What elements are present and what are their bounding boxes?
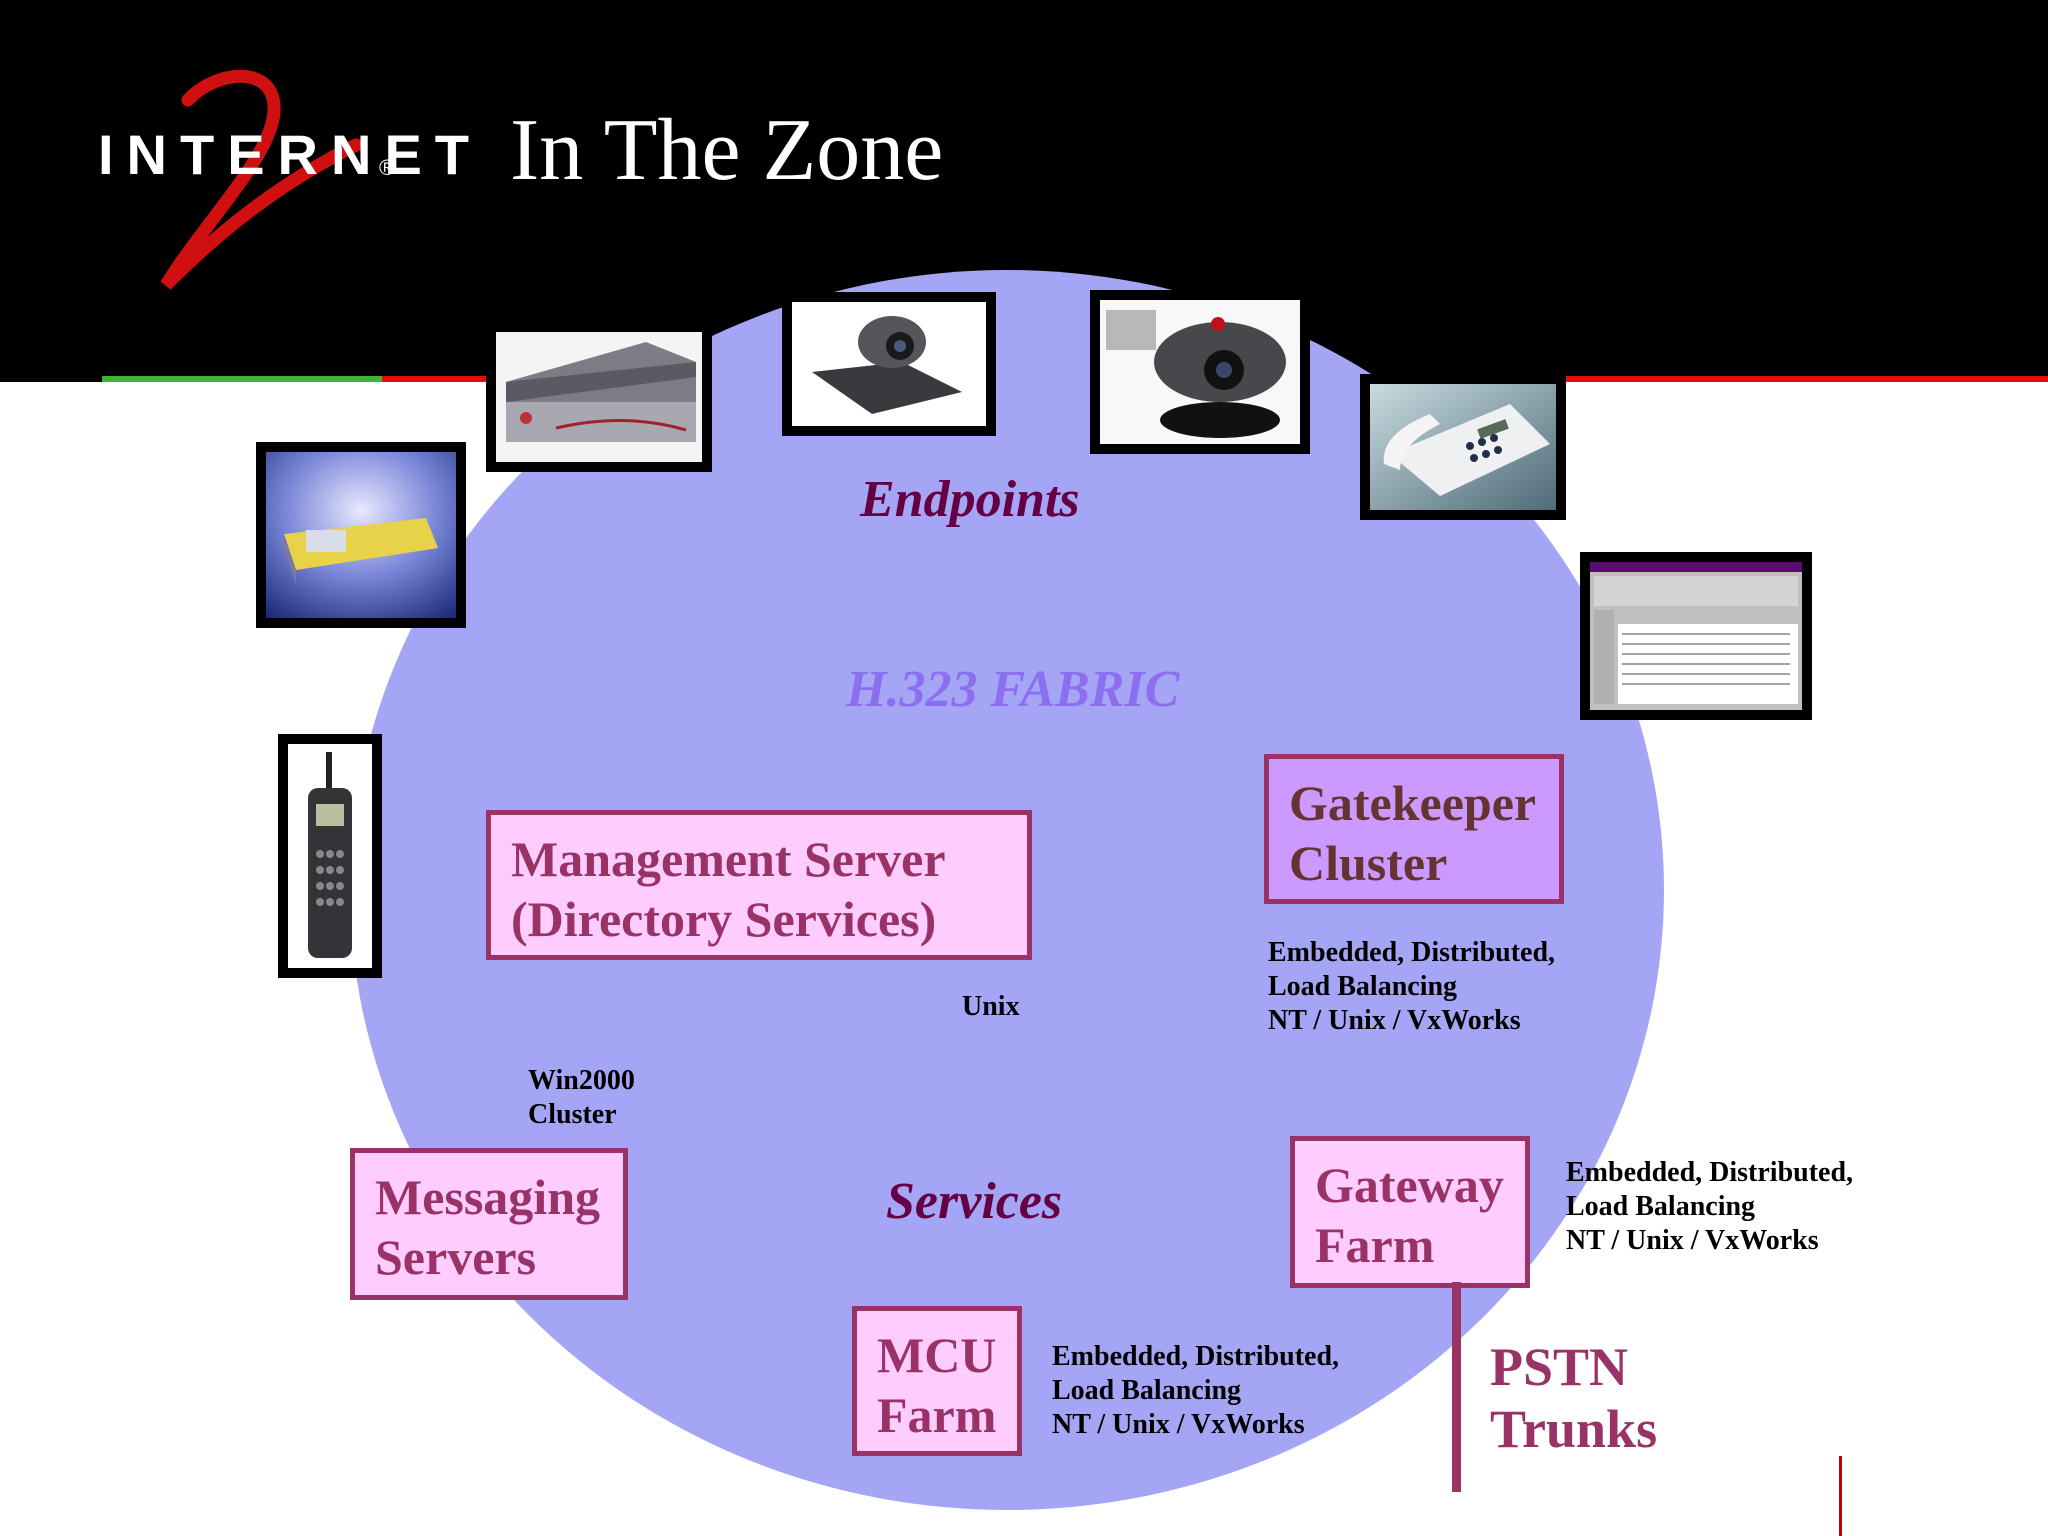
h323-fabric-label: H.323 FABRIC xyxy=(846,661,1180,718)
gateway-note: Embedded, Distributed, xyxy=(1566,1157,1854,1188)
mcu-notes: Embedded, Distributed, Load Balancing NT… xyxy=(1052,1340,1339,1442)
mcu-line1: MCU xyxy=(877,1327,997,1383)
endpoints-heading: Endpoints xyxy=(860,471,1080,528)
mcu-line2: Farm xyxy=(877,1387,997,1443)
messaging-notes: Win2000 Cluster xyxy=(528,1064,635,1132)
video-camera-photo xyxy=(782,292,996,436)
management-server-platform: Unix xyxy=(962,991,1020,1022)
messaging-line2: Servers xyxy=(375,1229,537,1285)
conference-camera-photo xyxy=(1090,290,1310,454)
messaging-line1: Messaging xyxy=(375,1169,600,1225)
management-server-box: Management Server (Directory Services) xyxy=(486,810,1032,960)
gatekeeper-note: Load Balancing xyxy=(1268,971,1458,1002)
management-server-line2: (Directory Services) xyxy=(511,891,937,947)
pstn-trunks-label: PSTN Trunks xyxy=(1490,1336,1657,1460)
mcu-farm-box: MCU Farm xyxy=(852,1306,1022,1456)
messaging-note: Win2000 xyxy=(528,1065,635,1096)
services-heading: Services xyxy=(886,1173,1063,1230)
header-rule-green xyxy=(102,376,382,382)
messaging-note: Cluster xyxy=(528,1099,617,1130)
gateway-line2: Farm xyxy=(1315,1217,1435,1273)
registered-mark: ® xyxy=(379,155,396,180)
gatekeeper-note: Embedded, Distributed, xyxy=(1268,937,1556,968)
mcu-note: NT / Unix / VxWorks xyxy=(1052,1409,1305,1440)
messaging-servers-box: Messaging Servers xyxy=(350,1148,628,1300)
gateway-line1: Gateway xyxy=(1315,1157,1504,1213)
gateway-note: Load Balancing xyxy=(1566,1191,1756,1222)
gatekeeper-note: NT / Unix / VxWorks xyxy=(1268,1005,1521,1036)
logo-wordmark: INTERNET xyxy=(98,123,482,186)
gateway-note: NT / Unix / VxWorks xyxy=(1566,1225,1819,1256)
mcu-note: Embedded, Distributed, xyxy=(1052,1341,1340,1372)
management-server-line1: Management Server xyxy=(511,831,946,887)
rack-server-icon xyxy=(496,332,702,462)
gatekeeper-line1: Gatekeeper xyxy=(1289,775,1537,831)
netmeeting-window-icon xyxy=(1590,562,1802,710)
cell-phone-icon xyxy=(288,744,372,968)
gateway-appliance-photo xyxy=(256,442,466,628)
pstn-line1: PSTN xyxy=(1490,1337,1629,1397)
mcu-note: Load Balancing xyxy=(1052,1375,1242,1406)
gatekeeper-cluster-box: Gatekeeper Cluster xyxy=(1264,754,1564,904)
internet2-logo-icon xyxy=(160,70,363,290)
netmeeting-window-photo xyxy=(1580,552,1812,720)
gateway-farm-box: Gateway Farm xyxy=(1290,1136,1530,1288)
gateway-appliance-icon xyxy=(266,452,456,618)
video-camera-icon xyxy=(792,302,986,426)
pstn-line2: Trunks xyxy=(1490,1399,1658,1459)
gateway-notes: Embedded, Distributed, Load Balancing NT… xyxy=(1566,1156,1853,1258)
desk-phone-photo xyxy=(1360,374,1566,520)
conference-camera-icon xyxy=(1100,300,1300,444)
gatekeeper-notes: Embedded, Distributed, Load Balancing NT… xyxy=(1268,936,1555,1038)
cell-phone-photo xyxy=(278,734,382,978)
page-title: In The Zone xyxy=(510,102,944,199)
gatekeeper-line2: Cluster xyxy=(1289,835,1448,891)
corner-rule xyxy=(1839,1456,1842,1536)
rack-server-photo xyxy=(486,322,712,472)
pstn-connector-line xyxy=(1452,1282,1461,1492)
desk-phone-icon xyxy=(1370,384,1556,510)
